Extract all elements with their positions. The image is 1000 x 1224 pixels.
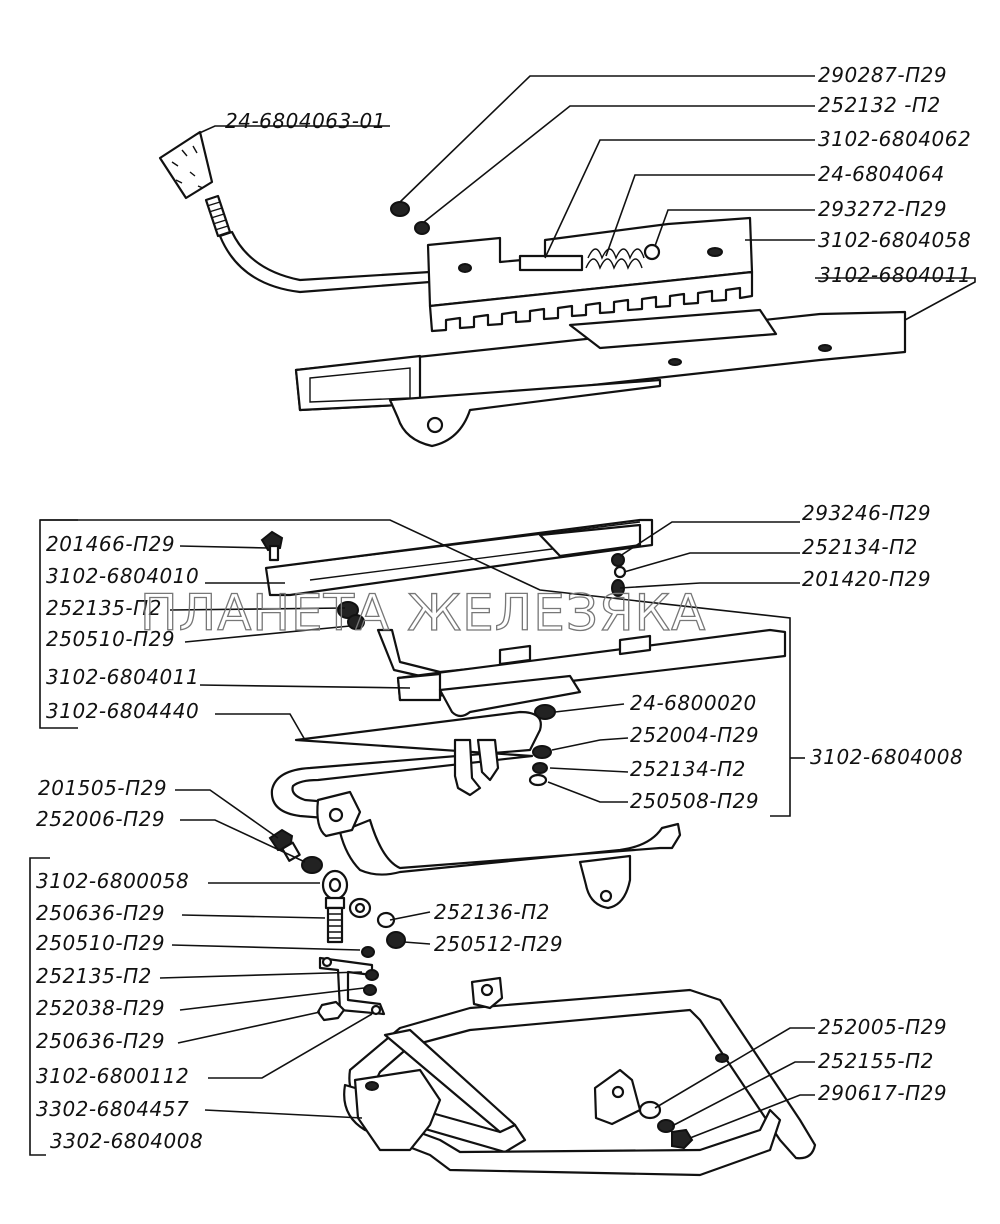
middle-assembly	[260, 518, 787, 910]
label-3302-6804008: 3302-6804008	[50, 1129, 203, 1153]
label-252038: 252038-П29	[36, 996, 165, 1020]
knob-part	[158, 130, 214, 200]
label-3102-6804008: 3102-6804008	[810, 745, 963, 769]
label-252134-mid-bottom: 252134-П2	[630, 757, 746, 781]
label-252135-bottom: 252135-П2	[36, 964, 152, 988]
label-252155: 252155-П2	[818, 1049, 934, 1073]
label-252132: 252132 -П2	[818, 93, 941, 117]
watermark-text: ПЛАНЕТА ЖЕЛЕЗЯКА	[140, 584, 706, 642]
label-252136: 252136-П2	[434, 900, 550, 924]
label-252005: 252005-П29	[818, 1015, 947, 1039]
label-201466: 201466-П29	[46, 532, 175, 556]
label-24-6804064: 24-6804064	[818, 162, 945, 186]
label-252004: 252004-П29	[630, 723, 759, 747]
label-250512: 250512-П29	[434, 932, 563, 956]
label-252135-mid: 252135-П2	[46, 596, 162, 620]
label-250510-mid: 250510-П29	[46, 627, 175, 651]
label-252006: 252006-П29	[36, 807, 165, 831]
label-293272: 293272-П29	[818, 197, 947, 221]
label-24-6800020: 24-6800020	[630, 691, 757, 715]
label-290617: 290617-П29	[818, 1081, 947, 1105]
label-252134-mid-top: 252134-П2	[802, 535, 918, 559]
lever-rod	[218, 230, 432, 294]
label-250508: 250508-П29	[630, 789, 759, 813]
frame-tube-upper	[270, 710, 542, 822]
label-250636-b: 250636-П29	[36, 1029, 165, 1053]
label-3302-6804457: 3302-6804457	[36, 1097, 189, 1121]
label-3102-6804011-mid: 3102-6804011	[46, 665, 199, 689]
frame-tube-lower	[338, 818, 682, 876]
label-knob: 24-6804063-01	[225, 109, 386, 133]
label-293246: 293246-П29	[802, 501, 931, 525]
label-3102-6804062: 3102-6804062	[818, 127, 971, 151]
label-201505: 201505-П29	[38, 776, 167, 800]
label-3102-6804440: 3102-6804440	[46, 699, 199, 723]
top-assembly	[158, 130, 907, 448]
label-3102-6800058: 3102-6800058	[36, 869, 189, 893]
label-3102-6804058: 3102-6804058	[818, 228, 971, 252]
bottom-assembly	[268, 828, 817, 1177]
label-3102-6804011-top: 3102-6804011	[818, 263, 971, 287]
label-250636-a: 250636-П29	[36, 901, 165, 925]
label-290287: 290287-П29	[818, 63, 947, 87]
label-201420: 201420-П29	[802, 567, 931, 591]
label-250510-bottom: 250510-П29	[36, 931, 165, 955]
label-3102-6804010: 3102-6804010	[46, 564, 199, 588]
label-3102-6800112: 3102-6800112	[36, 1064, 189, 1088]
